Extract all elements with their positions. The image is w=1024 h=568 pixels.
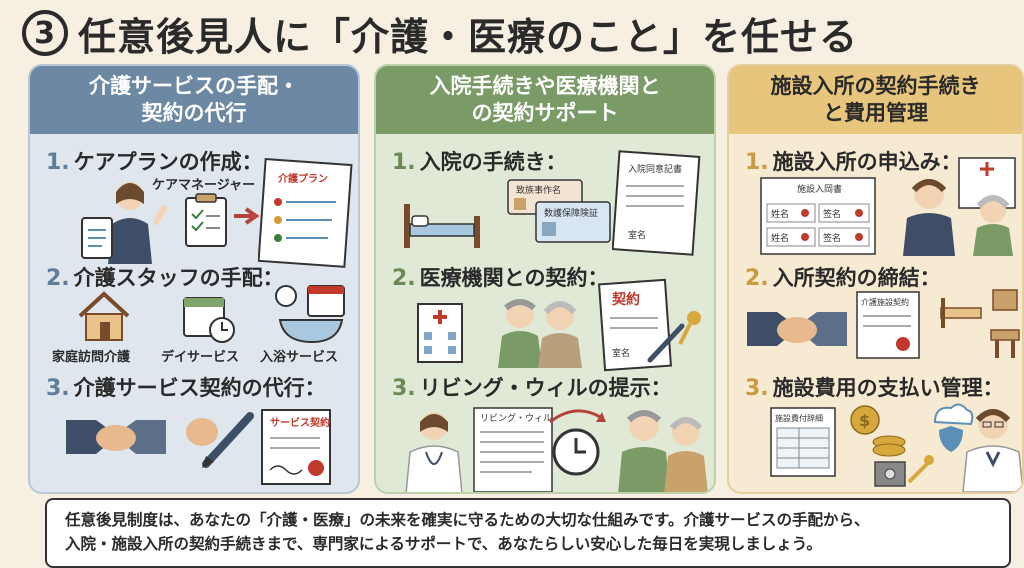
summary-footer: 任意後見制度は、あなたの「介護・医療」の未来を確実に守るための大切な仕組みです。… [45, 498, 1011, 568]
step-facility-application: 1.施設入所の申込み： [745, 146, 962, 176]
step-medical-contract: 2.医療機関との契約： [392, 262, 608, 292]
facility-contract-document: 介護施設契約 [856, 291, 920, 359]
handshake-icon [747, 312, 847, 346]
clipboard-icon [185, 193, 227, 247]
elderly-couple-icon [618, 410, 708, 492]
step-label: 介護スタッフの手配： [73, 266, 284, 290]
field-sign-label: 签名 [823, 232, 841, 244]
facility-people-icon [903, 157, 1016, 256]
step-living-will: 3.リビング・ウィルの提示： [392, 372, 672, 402]
step-admission-contract: 2.入所契約の締結： [745, 262, 941, 292]
care-plan-document: 介護プラン [258, 158, 353, 268]
step-label: 施設入所の申込み： [772, 150, 962, 174]
step-service-contract: 3.介護サービス契約の代行： [46, 372, 326, 402]
house-icon [78, 291, 130, 341]
step-admission: 1.入院の手続き： [392, 146, 567, 176]
step-label: 介護サービス契約の代行： [73, 376, 326, 400]
step-number: 1. [392, 150, 416, 175]
step-label: 医療機関との契約： [419, 266, 609, 290]
care-manager-label: ケアマネージャー [152, 178, 256, 193]
calendar-clock-icon [183, 297, 235, 343]
doctor-icon [405, 412, 463, 492]
service-day: デイサービス [161, 350, 240, 365]
service-contract-document: サービス契約 [261, 409, 331, 485]
advisor-icon [962, 409, 1022, 492]
step-number: 2. [392, 266, 416, 291]
arrow-right-icon [234, 207, 260, 225]
step-number: 2. [46, 266, 70, 291]
panel-header-text: 介護サービスの手配・ 契約の代行 [89, 73, 299, 125]
svg-text:$: $ [859, 411, 870, 430]
step-label: ケアプランの作成： [73, 150, 263, 174]
step-label: リビング・ウィルの提示： [419, 376, 672, 400]
application-doc-title: 施設入岡書 [797, 183, 842, 195]
panel-facility: 施設入所の契約手続き と費用管理 1.施設入所の申込み： 施設入岡書 姓名 签名… [727, 64, 1024, 494]
clock-icon [549, 409, 606, 476]
step-care-plan: 1.ケアプランの作成： [46, 146, 263, 176]
panel-care-services: 介護サービスの手配・ 契約の代行 1.ケアプランの作成： ケアマネージャー 介護… [28, 64, 360, 494]
facility-application-form: 施設入岡書 姓名 签名 姓名 签名 [760, 177, 876, 255]
step-number: 3. [745, 376, 769, 401]
field-sign-label: 签名 [823, 208, 841, 220]
handshake-icon [66, 420, 166, 454]
care-plan-doc-title: 介護プラン [277, 172, 328, 185]
medical-contract-doc-title: 契約 [611, 291, 640, 308]
service-home-visit: 家庭訪問介護 [52, 350, 131, 365]
page-title: 3 任意後見人に「介護・医療のこと」を任せる [22, 2, 858, 64]
cloud-shield-icon [933, 403, 974, 452]
admission-doc-title: 入院同意記書 [628, 163, 682, 175]
step-number: 1. [745, 150, 769, 175]
living-will-doc-title: リビング・ウィル [480, 412, 552, 424]
footer-line-1: 任意後見制度は、あなたの「介護・医療」の未来を確実に守るための大切な仕組みです。… [65, 511, 870, 529]
cost-doc-title: 施設費付辞細 [775, 413, 823, 423]
step-number: 3. [46, 376, 70, 401]
step-cost-management: 3.施設費用の支払い管理： [745, 372, 1004, 402]
bathtub-icon [275, 285, 345, 344]
service-bath: 入浴サービス [260, 350, 339, 365]
hospital-bed-icon [404, 204, 480, 248]
admission-sign-label: 室名 [628, 229, 646, 241]
step-label: 入所契約の締結： [772, 266, 941, 290]
admission-consent-document: 入院同意記書 室名 [612, 150, 701, 256]
card2-title: 数護保障険証 [544, 207, 598, 219]
service-contract-doc-title: サービス契約 [270, 416, 330, 429]
step-number: 3. [392, 376, 416, 401]
step-number: 2. [745, 266, 769, 291]
step-care-staff: 2.介護スタッフの手配： [46, 262, 284, 292]
step-label: 施設費用の支払い管理： [772, 376, 1004, 400]
money-safe-icon: $ [850, 405, 934, 487]
pen-icon [186, 412, 254, 468]
field-name-label: 姓名 [771, 208, 789, 220]
living-will-document: リビング・ウィル [473, 407, 553, 492]
panel-header: 施設入所の契約手続き と費用管理 [729, 66, 1022, 134]
insurance-card: 数護保障険証 [535, 201, 611, 243]
panel-header: 介護サービスの手配・ 契約の代行 [30, 66, 358, 134]
hospital-building-icon [417, 303, 463, 363]
title-text: 任意後見人に「介護・医療のこと」を任せる [78, 14, 859, 59]
medical-contract-document: 契約 室名 [598, 278, 701, 372]
panel-header: 入院手続きや医療機関と の契約サポート [376, 66, 714, 134]
medical-contract-sign-label: 室名 [612, 347, 630, 359]
step-number: 1. [46, 150, 70, 175]
facility-contract-doc-title: 介護施設契約 [861, 297, 909, 307]
panel-header-text: 入院手続きや医療機関と の契約サポート [429, 73, 661, 125]
facility-furniture-icon [940, 289, 1020, 358]
card1-title: 致族事作名 [516, 184, 561, 196]
care-worker-icon [81, 182, 167, 264]
step-label: 入院の手続き： [419, 150, 567, 174]
title-number-badge: 3 [22, 10, 68, 56]
footer-line-2: 入院・施設入所の契約手続きまで、専門家によるサポートで、あなたらしい安心した毎日… [65, 535, 822, 554]
elderly-couple-icon [498, 299, 582, 368]
panel-header-text: 施設入所の契約手続き と費用管理 [770, 73, 981, 125]
field-name-label: 姓名 [771, 232, 789, 244]
cost-statement-document: 施設費付辞細 [770, 407, 836, 477]
panel-medical-support: 入院手続きや医療機関と の契約サポート 1.入院の手続き： 致族事作名 数護保障… [374, 64, 716, 494]
